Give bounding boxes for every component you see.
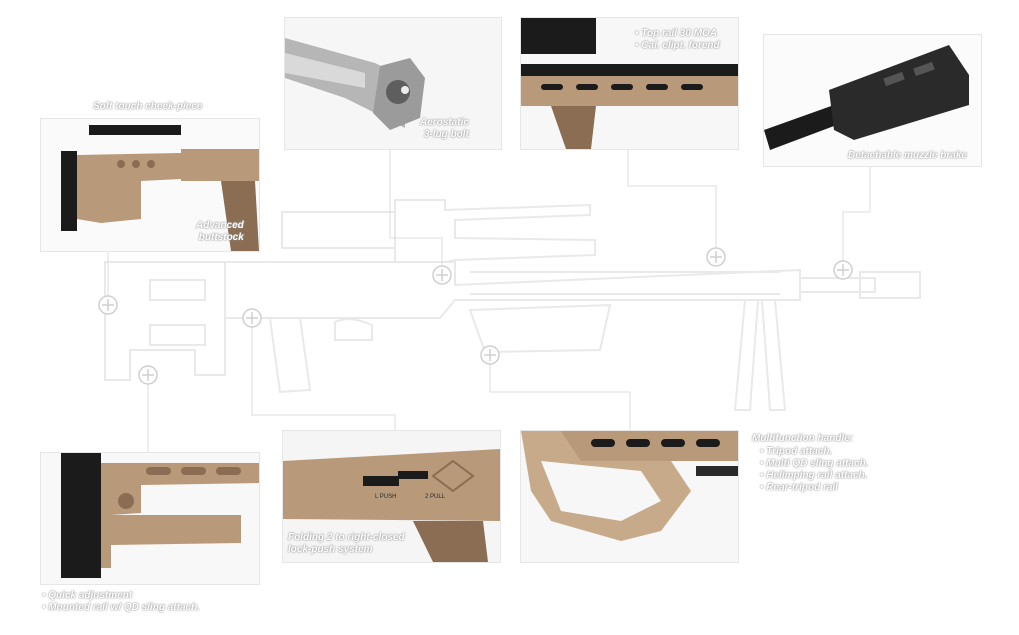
multifunction-features: Tripod attach. Multi QD sling attach. He… — [760, 446, 868, 494]
folding-label: Folding 2 to right-closed lock-push syst… — [288, 532, 405, 555]
hotspot-handle[interactable] — [480, 345, 500, 365]
hotspot-bolt[interactable] — [432, 265, 452, 285]
adjustment-features: Quick adjustment Mounted rail w/ QD slin… — [42, 590, 200, 614]
buttstock-label: Advanced buttstock — [196, 220, 244, 243]
bolt-image — [285, 38, 425, 130]
panel-bolt — [284, 17, 502, 150]
leader-lines — [107, 148, 871, 452]
hotspot-cheek[interactable] — [98, 295, 118, 315]
folding-pull-label: 2 PULL — [425, 494, 446, 500]
panel-folding: L PUSH 2 PULL — [282, 430, 501, 563]
panel-buttstock — [40, 118, 260, 252]
hotspot-folding[interactable] — [242, 308, 262, 328]
panel-handle — [520, 430, 739, 563]
hotspot-markers — [98, 247, 853, 385]
bolt-label: Aerostatic 3-lug bolt — [420, 117, 469, 140]
buttstock-image — [61, 125, 259, 251]
adjustment-image — [61, 453, 259, 578]
panel-adjustment — [40, 452, 260, 585]
multifunction-title: Multifunction handle: — [752, 433, 854, 444]
folding-image — [283, 449, 500, 562]
handle-image — [521, 431, 738, 541]
hotspot-adjust[interactable] — [138, 365, 158, 385]
top-rail-image — [521, 18, 738, 149]
top-rail-features: Top rail 30 MOA Cal. elipt. forend — [635, 28, 719, 52]
hotspot-muzzle[interactable] — [833, 260, 853, 280]
muzzle-brake-label: Detachable muzzle brake — [848, 150, 967, 161]
panel-muzzle — [763, 34, 982, 167]
hotspot-toprail[interactable] — [706, 247, 726, 267]
folding-push-label: L PUSH — [375, 494, 397, 500]
muzzle-brake-image — [764, 45, 969, 150]
cheek-piece-label: Soft touch cheek-piece — [93, 101, 203, 112]
